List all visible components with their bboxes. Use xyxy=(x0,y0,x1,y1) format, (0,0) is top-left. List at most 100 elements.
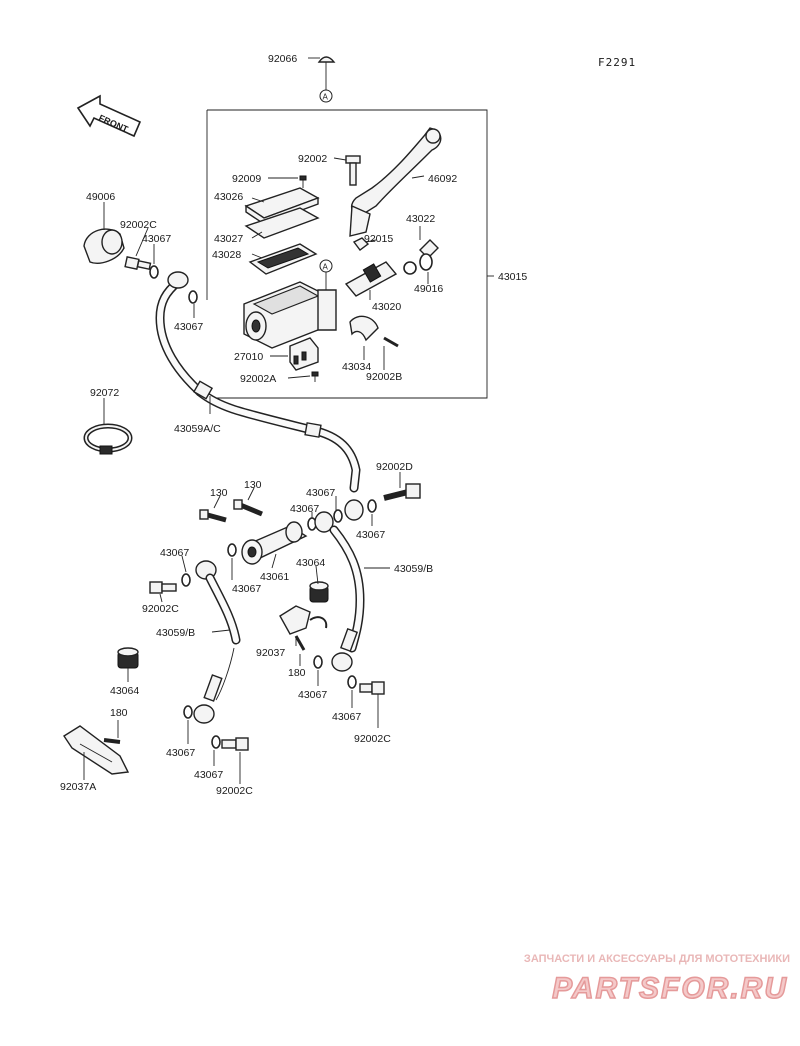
banjo-fitting-upper xyxy=(314,499,364,533)
label-43059b-left: 43059/B xyxy=(156,627,195,639)
washer-43067-j xyxy=(183,705,193,719)
banjo-bolt-92002c-bottom xyxy=(221,737,249,751)
clamp-92072 xyxy=(83,423,133,455)
label-92002c-top: 92002C xyxy=(120,219,157,231)
figure-code: F2291 xyxy=(598,56,636,69)
washer-43067-b xyxy=(188,290,198,304)
brake-hose-43059b-right xyxy=(329,525,365,672)
bolt-180-b xyxy=(103,738,121,744)
label-92066: 92066 xyxy=(268,53,297,65)
watermark-tagline: ЗАПЧАСТИ И АКСЕССУАРЫ ДЛЯ МОТОТЕХНИКИ xyxy=(524,953,790,965)
label-43015: 43015 xyxy=(498,271,527,283)
label-43059b-right: 43059/B xyxy=(394,563,433,575)
label-43064-middle: 43064 xyxy=(296,557,325,569)
washer-43067-i xyxy=(347,675,357,689)
label-43067-f: 43067 xyxy=(160,547,189,559)
label-92002a: 92002A xyxy=(240,373,276,385)
label-43067-j: 43067 xyxy=(166,747,195,759)
brake-hose-43059b-left xyxy=(193,560,241,724)
label-92002d: 92002D xyxy=(376,461,413,473)
label-43027: 43027 xyxy=(214,233,243,245)
label-92002c-right: 92002C xyxy=(354,733,391,745)
brake-hose-43059ac xyxy=(155,271,361,493)
label-92002c-bottom: 92002C xyxy=(216,785,253,797)
label-92002c-left: 92002C xyxy=(142,603,179,615)
label-180-b: 180 xyxy=(110,707,128,719)
washer-43067-a xyxy=(149,265,159,279)
label-43067-c: 43067 xyxy=(306,487,335,499)
callout-a-top: A xyxy=(323,93,329,102)
cover-49006 xyxy=(83,228,125,264)
label-43028: 43028 xyxy=(212,249,241,261)
banjo-bolt-92002c-right xyxy=(359,681,385,695)
banjo-bolt-92002c-top xyxy=(124,256,152,271)
washer-43067-c xyxy=(227,543,237,557)
label-92002b: 92002B xyxy=(366,371,402,383)
label-43067-i: 43067 xyxy=(332,711,361,723)
reservoir-cap-43026 xyxy=(244,187,320,225)
callout-a-body: A xyxy=(323,263,329,272)
bolt-130-a xyxy=(199,509,227,523)
label-43059ac: 43059A/C xyxy=(174,423,221,435)
label-43067-d: 43067 xyxy=(290,503,319,515)
label-92072: 92072 xyxy=(90,387,119,399)
screw-92002a xyxy=(311,371,319,382)
bracket-92037 xyxy=(279,605,328,635)
label-130-b: 130 xyxy=(244,479,262,491)
label-92037: 92037 xyxy=(256,647,285,659)
label-43020: 43020 xyxy=(372,301,401,313)
label-180-a: 180 xyxy=(288,667,306,679)
label-43061: 43061 xyxy=(260,571,289,583)
banjo-bolt-92002c-left xyxy=(149,581,177,594)
boot-49016 xyxy=(419,239,439,271)
washer-43067-e xyxy=(333,509,343,523)
label-92037a: 92037A xyxy=(60,781,96,793)
label-43064-left: 43064 xyxy=(110,685,139,697)
washer-43067-k xyxy=(211,735,221,749)
bolt-130-b xyxy=(233,499,263,517)
front-direction-arrow: FRONT xyxy=(76,94,142,138)
label-43022: 43022 xyxy=(406,213,435,225)
washer-43067-f xyxy=(367,499,377,513)
watermark-brand: PARTSFOR.RU xyxy=(552,972,788,1005)
leader-lines xyxy=(83,57,429,784)
washer-43067-g xyxy=(181,573,191,587)
joint-43061 xyxy=(241,521,308,565)
label-49006: 49006 xyxy=(86,191,115,203)
callout-a-circle-top xyxy=(319,89,333,103)
label-43067-h: 43067 xyxy=(298,689,327,701)
clamp-43034 xyxy=(349,315,379,342)
label-43034: 43034 xyxy=(342,361,371,373)
label-43067-g: 43067 xyxy=(232,583,261,595)
screw-92009 xyxy=(299,175,307,188)
washer-43067-h xyxy=(313,655,323,669)
part-labels: 92066 92002 46092 92009 43026 43022 4302… xyxy=(60,53,527,797)
brake-lever-46092 xyxy=(349,127,442,237)
label-49016: 49016 xyxy=(414,283,443,295)
label-130-a: 130 xyxy=(210,487,228,499)
piston-assembly-43020 xyxy=(344,261,417,297)
pivot-bolt-92002 xyxy=(345,155,361,186)
cap-92066 xyxy=(317,56,336,90)
label-92009: 92009 xyxy=(232,173,261,185)
label-43026: 43026 xyxy=(214,191,243,203)
label-43067-b: 43067 xyxy=(174,321,203,333)
master-cylinder-body xyxy=(243,281,337,349)
assembly-bracket xyxy=(205,109,488,399)
bolt-180-a xyxy=(294,635,306,651)
nut-92015 xyxy=(352,237,370,251)
label-27010: 27010 xyxy=(234,351,263,363)
label-92015: 92015 xyxy=(364,233,393,245)
bolt-92002b xyxy=(383,336,399,348)
label-43067-k: 43067 xyxy=(194,769,223,781)
watermark: ЗАПЧАСТИ И АКСЕССУАРЫ ДЛЯ МОТОТЕХНИКИ PA… xyxy=(524,953,790,1006)
label-46092: 46092 xyxy=(428,173,457,185)
diaphragm-43028 xyxy=(248,243,318,275)
brake-switch-27010 xyxy=(289,337,319,371)
bolt-92002d xyxy=(383,483,421,501)
grommet-43064-left xyxy=(117,647,139,669)
grommet-43064-middle xyxy=(309,581,329,603)
label-43067-a: 43067 xyxy=(142,233,171,245)
bracket-92037a xyxy=(63,725,130,775)
